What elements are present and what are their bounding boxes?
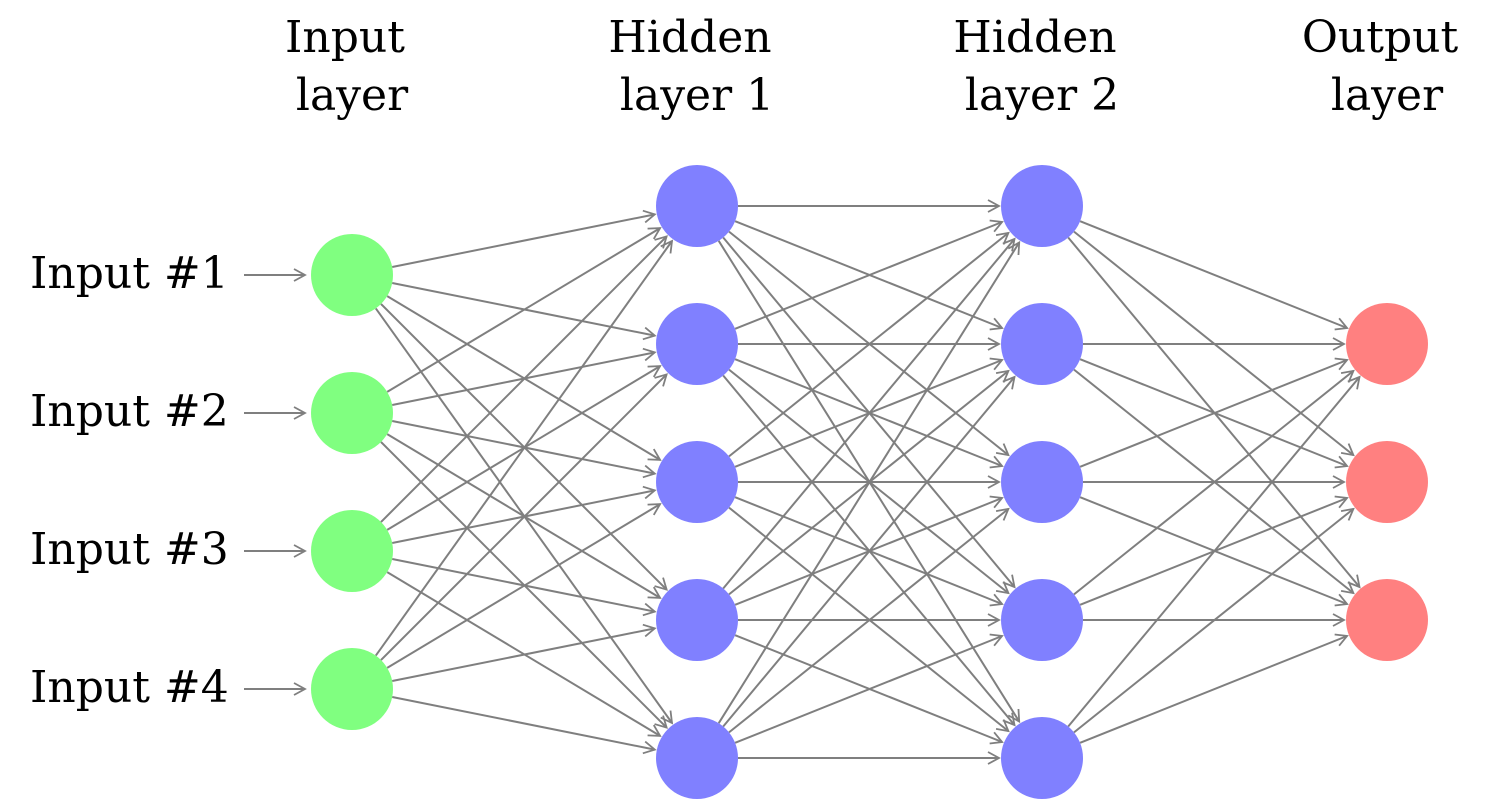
hidden-2-node-1 bbox=[1001, 165, 1083, 247]
title-hidden-layer-1: Hidden layer 1 bbox=[608, 12, 785, 121]
output-node-3 bbox=[1346, 579, 1428, 661]
edge-hidden-2-5-to-output-3 bbox=[1079, 633, 1349, 744]
edge-input-4-to-hidden-1-1 bbox=[374, 239, 674, 657]
title-output-layer-line1: Output bbox=[1302, 12, 1459, 63]
input-labels: Input #1 Input #2 Input #3 Input #4 bbox=[30, 248, 229, 713]
input-label-3: Input #3 bbox=[30, 524, 229, 575]
edge-hidden-2-5-to-output-2 bbox=[1073, 507, 1355, 734]
connection-edges bbox=[374, 199, 1361, 765]
edge-input-2-to-hidden-1-1 bbox=[386, 227, 662, 393]
edge-input-4-to-hidden-1-2 bbox=[380, 373, 668, 661]
edge-hidden-2-4-to-output-1 bbox=[1073, 369, 1355, 596]
output-node-1 bbox=[1346, 303, 1428, 385]
edge-input-4-to-hidden-1-4 bbox=[392, 623, 657, 682]
title-input-layer: Input layer bbox=[285, 12, 419, 121]
hidden-2-node-4 bbox=[1001, 579, 1083, 661]
input-label-2: Input #2 bbox=[30, 386, 229, 437]
hidden-1-node-2 bbox=[656, 303, 738, 385]
edge-input-1-to-hidden-1-1 bbox=[392, 209, 657, 268]
hidden-2-node-5 bbox=[1001, 717, 1083, 799]
edge-hidden-1-5-to-hidden-2-4 bbox=[734, 633, 1004, 744]
input-node-2 bbox=[311, 372, 393, 454]
edge-hidden-1-5-to-hidden-2-3 bbox=[728, 507, 1010, 734]
hidden-2-node-3 bbox=[1001, 441, 1083, 523]
edge-hidden-1-4-to-hidden-2-1 bbox=[722, 237, 1016, 590]
title-output-layer: Output layer bbox=[1302, 12, 1472, 121]
title-hidden-layer-1-line1: Hidden bbox=[608, 12, 771, 63]
title-input-layer-line1: Input bbox=[285, 12, 405, 63]
input-node-1 bbox=[311, 234, 393, 316]
input-label-1: Input #1 bbox=[30, 248, 229, 299]
input-label-4: Input #4 bbox=[30, 662, 229, 713]
edge-hidden-2-3-to-output-1 bbox=[1079, 357, 1349, 468]
title-hidden-layer-2-line1: Hidden bbox=[953, 12, 1116, 63]
edge-hidden-1-3-to-hidden-2-1 bbox=[728, 231, 1010, 458]
title-hidden-layer-1-line2: layer 1 bbox=[620, 70, 774, 121]
edge-input-4-to-hidden-1-5 bbox=[392, 696, 657, 755]
input-node-3 bbox=[311, 510, 393, 592]
hidden-2-node-2 bbox=[1001, 303, 1083, 385]
edge-input-4-to-hidden-1-3 bbox=[386, 503, 662, 669]
title-hidden-layer-2: Hidden layer 2 bbox=[953, 12, 1130, 121]
edge-hidden-2-5-to-output-1 bbox=[1067, 375, 1361, 728]
input-arrows bbox=[244, 268, 307, 696]
neuron-nodes bbox=[311, 165, 1428, 799]
title-input-layer-line2: layer bbox=[296, 70, 409, 121]
edge-hidden-1-5-to-hidden-2-1 bbox=[717, 240, 1021, 724]
output-node-2 bbox=[1346, 441, 1428, 523]
layer-titles: Input layer Hidden layer 1 Hidden layer … bbox=[285, 12, 1472, 121]
edge-hidden-2-1-to-output-1 bbox=[1079, 220, 1349, 331]
title-output-layer-line2: layer bbox=[1331, 70, 1444, 121]
edge-hidden-1-5-to-hidden-2-2 bbox=[722, 375, 1016, 728]
edge-input-3-to-hidden-1-1 bbox=[380, 235, 668, 523]
hidden-1-node-3 bbox=[656, 441, 738, 523]
edge-hidden-1-2-to-hidden-2-1 bbox=[734, 219, 1004, 330]
hidden-1-node-1 bbox=[656, 165, 738, 247]
input-node-4 bbox=[311, 648, 393, 730]
hidden-1-node-4 bbox=[656, 579, 738, 661]
title-hidden-layer-2-line2: layer 2 bbox=[965, 70, 1119, 121]
hidden-1-node-5 bbox=[656, 717, 738, 799]
